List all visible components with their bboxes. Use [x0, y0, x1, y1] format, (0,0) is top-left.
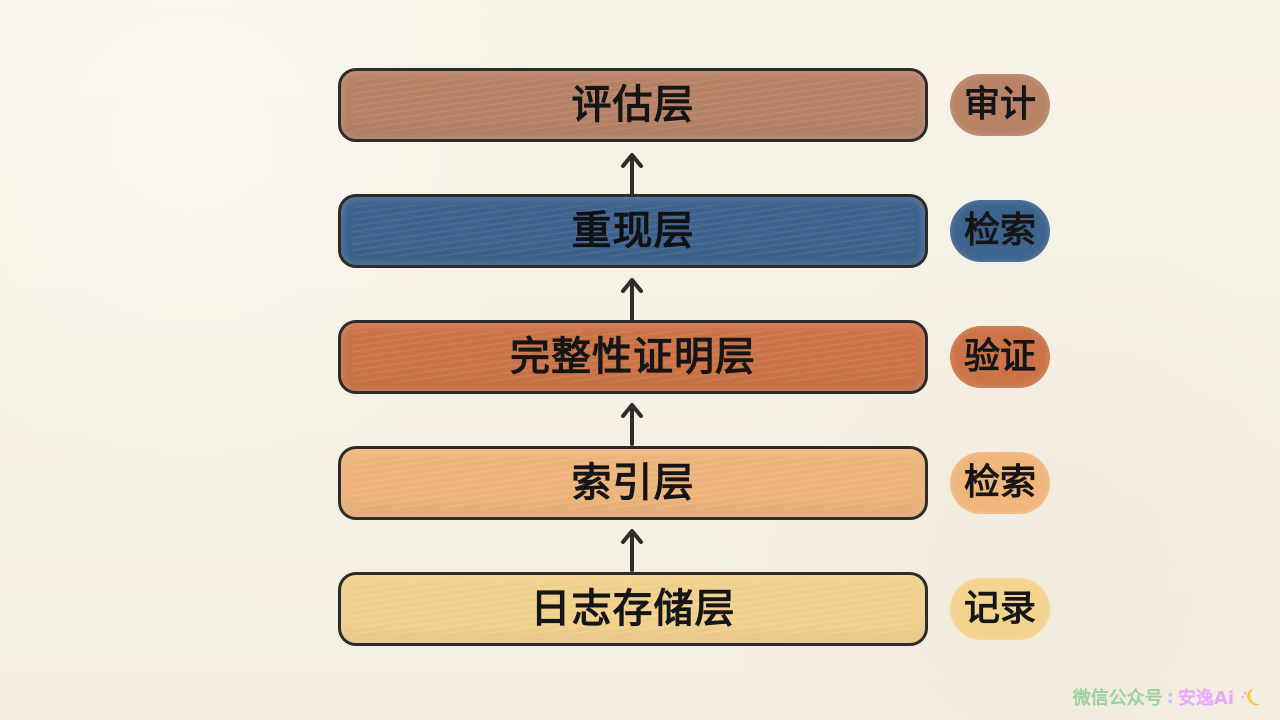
arrow-up-3 [619, 400, 645, 448]
watermark-prefix: 微信公众号 [1072, 688, 1163, 709]
layer-log-storage-label: 日志存储层 [530, 586, 736, 632]
layer-index-label: 索引层 [571, 460, 695, 506]
tag-verification-label: 验证 [963, 336, 1036, 377]
arrow-up-1 [619, 150, 645, 198]
arrow-up-4 [619, 526, 645, 574]
watermark: 微信公众号 : 安逸Ai [1073, 684, 1262, 710]
layer-log-storage: 日志存储层 [338, 572, 928, 646]
tag-retrieval-bottom-label: 检索 [963, 462, 1036, 503]
tag-audit-label: 审计 [963, 84, 1036, 125]
layer-evaluation: 评估层 [338, 68, 928, 142]
tag-retrieval-top-label: 检索 [963, 210, 1036, 251]
layer-reproduction: 重现层 [338, 194, 928, 268]
layer-reproduction-label: 重现层 [571, 208, 695, 254]
tag-record-label: 记录 [963, 588, 1036, 629]
moon-icon [1238, 685, 1262, 709]
tag-verification: 验证 [950, 326, 1050, 388]
tag-record: 记录 [950, 578, 1050, 640]
tag-audit: 审计 [950, 74, 1050, 136]
watermark-name: 安逸Ai [1177, 688, 1234, 709]
watermark-separator: : [1166, 686, 1174, 708]
layer-index: 索引层 [338, 446, 928, 520]
tag-retrieval-top: 检索 [950, 200, 1050, 262]
layer-integrity-proof: 完整性证明层 [338, 320, 928, 394]
tag-retrieval-bottom: 检索 [950, 452, 1050, 514]
layer-evaluation-label: 评估层 [571, 82, 695, 128]
layer-integrity-proof-label: 完整性证明层 [510, 334, 756, 380]
arrow-up-2 [619, 275, 645, 323]
